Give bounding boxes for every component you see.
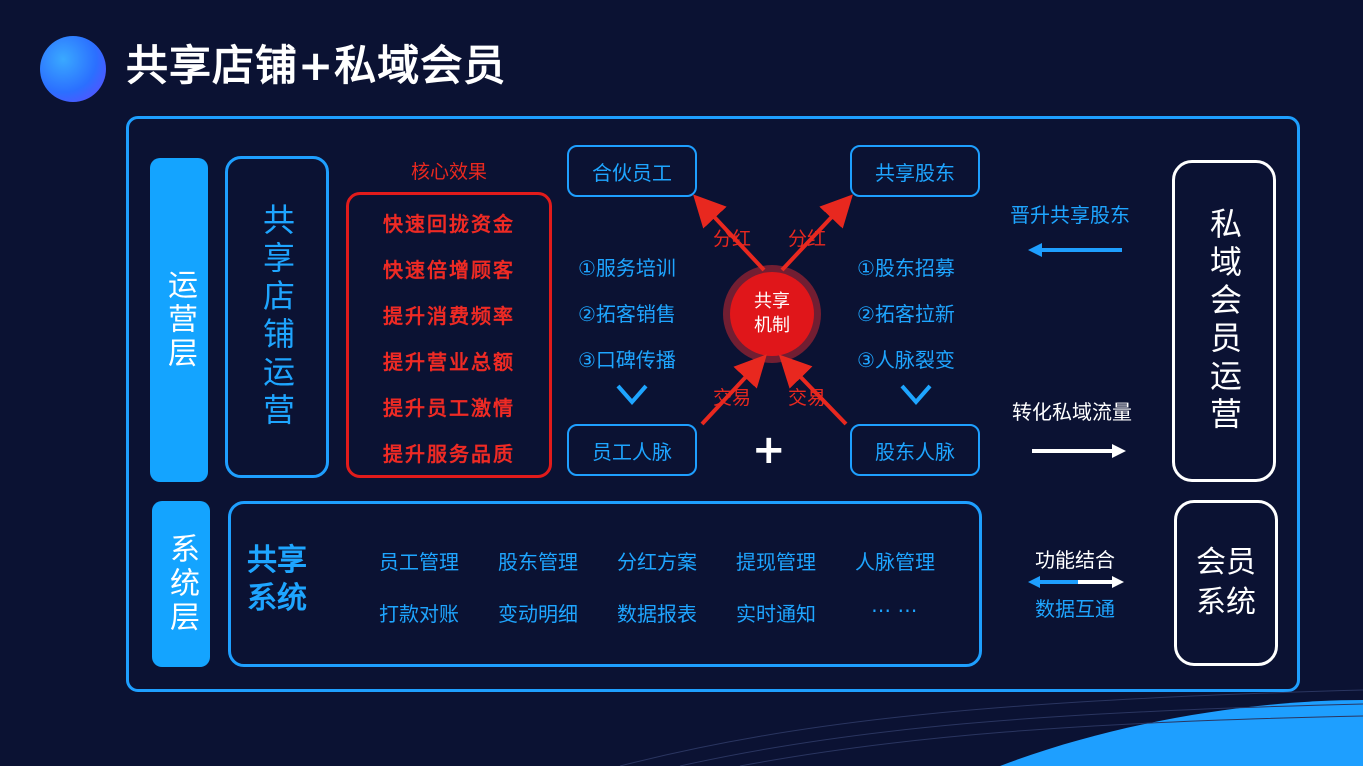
system-function-item: 打款对账 <box>379 602 459 626</box>
shared-system-title-line1: 共享 <box>247 543 307 578</box>
decorative-curve <box>679 703 1363 766</box>
system-function-item: 实时通知 <box>736 602 816 626</box>
core-effects-heading: 核心效果 <box>410 161 487 183</box>
member-system-box: 会员 系统 <box>1174 500 1278 666</box>
decorative-curve <box>619 689 1363 766</box>
shareholder-list-item: ①股东招募 <box>857 256 955 280</box>
system-function-item: 分红方案 <box>617 550 697 574</box>
core-effect-item: 提升服务品质 <box>383 442 515 466</box>
convert-label: 转化私域流量 <box>1012 400 1132 424</box>
system-function-item: 员工管理 <box>379 550 459 574</box>
chevron-down-icon <box>900 384 932 406</box>
promote-arrowhead <box>1028 243 1042 257</box>
convert-arrowhead <box>1112 444 1126 458</box>
core-effects-box: 快速回拢资金 快速倍增顾客 提升消费频率 提升营业总额 提升员工激情 提升服务品… <box>346 192 552 478</box>
title-decoration-dot <box>40 36 106 102</box>
core-effect-item: 提升消费频率 <box>383 304 515 328</box>
core-effect-item: 提升员工激情 <box>383 396 515 420</box>
double-arrow-left-head <box>1028 576 1040 588</box>
plus-sign: + <box>752 427 786 473</box>
core-effect-item: 快速回拢资金 <box>383 212 515 236</box>
staff-list-item: ①服务培训 <box>578 256 676 280</box>
private-member-ops-label: 私域会员运营 <box>1205 207 1243 435</box>
center-label-line2: 机制 <box>754 315 790 336</box>
decorative-curve <box>739 715 1363 766</box>
arrow-to-shared-shareholder <box>780 194 853 272</box>
member-system-line2: 系统 <box>1196 585 1256 620</box>
decorative-wave <box>1000 700 1363 766</box>
chevron-down-icon <box>616 384 648 406</box>
system-function-item: ⋯ ⋯ <box>871 598 918 622</box>
shareholder-list-item: ③人脉裂变 <box>857 348 955 372</box>
staff-list-item: ③口碑传播 <box>578 348 676 372</box>
data-interop-label: 数据互通 <box>1035 597 1115 621</box>
shared-mechanism-circle: 共享 机制 <box>730 272 814 356</box>
staff-network-box: 员工人脉 <box>567 424 697 476</box>
double-arrow-right-head <box>1112 576 1124 588</box>
system-function-item: 股东管理 <box>498 550 578 574</box>
system-function-item: 数据报表 <box>617 602 697 626</box>
system-function-item: 提现管理 <box>736 550 816 574</box>
member-system-line1: 会员 <box>1196 545 1256 580</box>
promote-label: 晋升共享股东 <box>1010 203 1130 227</box>
core-effect-item: 提升营业总额 <box>383 350 515 374</box>
shared-system-title-line2: 系统 <box>247 581 307 616</box>
shared-shareholder-box: 共享股东 <box>850 145 980 197</box>
shareholder-list-item: ②拓客拉新 <box>857 302 955 326</box>
arrow-from-staff-network <box>700 354 767 426</box>
staff-list-item: ②拓客销售 <box>578 302 676 326</box>
system-function-item: 变动明细 <box>498 602 578 626</box>
center-label-line1: 共享 <box>754 291 790 312</box>
arrow-from-shareholder-network <box>778 354 848 426</box>
function-combine-label: 功能结合 <box>1035 548 1115 572</box>
shared-system-box: 共享 系统 员工管理 股东管理 分红方案 提现管理 人脉管理 打款对账 变动明细… <box>228 501 982 667</box>
sys-layer-label: 系统层 <box>152 501 210 667</box>
partner-staff-box: 合伙员工 <box>567 145 697 197</box>
shareholder-network-box: 股东人脉 <box>850 424 980 476</box>
page-title: 共享店铺+私域会员 <box>126 41 507 90</box>
ops-layer-label: 运营层 <box>150 158 208 482</box>
diagram-frame <box>126 116 1300 692</box>
shop-ops-label: 共享店铺运营 <box>258 203 296 431</box>
arrow-to-partner-staff <box>693 194 766 272</box>
core-effect-item: 快速倍增顾客 <box>383 258 515 282</box>
system-function-item: 人脉管理 <box>855 550 935 574</box>
shop-ops-box: 共享店铺运营 <box>225 156 329 478</box>
shared-system-title: 共享 系统 <box>247 542 307 618</box>
private-member-ops-box: 私域会员运营 <box>1172 160 1276 482</box>
